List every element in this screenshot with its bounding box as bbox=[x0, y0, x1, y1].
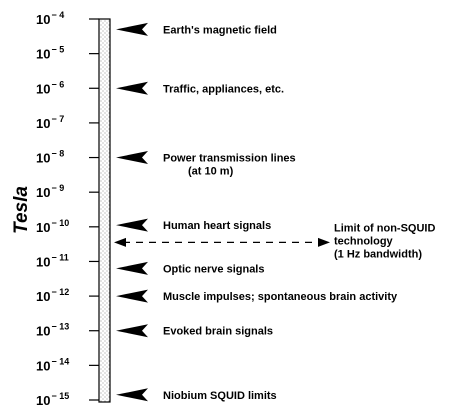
limit-label: Limit of non-SQUID technology (1 Hz band… bbox=[334, 222, 439, 260]
tick-label: 10− 4 bbox=[36, 10, 64, 27]
tick-label: 10− 10 bbox=[36, 218, 69, 235]
annotation-label-line: Niobium SQUID limits bbox=[163, 390, 277, 402]
tick-layer: 10− 410− 510− 610− 710− 810− 910− 1010− … bbox=[36, 10, 99, 407]
tick-label-exponent: − 15 bbox=[51, 391, 69, 401]
tick-label-exponent: − 6 bbox=[51, 79, 64, 89]
tick-label-base: 10 bbox=[36, 289, 50, 304]
tick-label: 10− 9 bbox=[36, 183, 64, 200]
tick-label: 10− 7 bbox=[36, 114, 64, 131]
tick-label-base: 10 bbox=[36, 151, 50, 166]
tick-label-exponent: − 7 bbox=[51, 114, 64, 124]
annotation-label-line: Optic nerve signals bbox=[163, 263, 264, 275]
pointer-arrow-icon bbox=[116, 261, 148, 275]
pointer-arrow-icon bbox=[116, 81, 148, 95]
annotation-label-line: Earth's magnetic field bbox=[163, 24, 277, 36]
annotation-label-line: Power transmission lines bbox=[163, 153, 296, 165]
pointer-arrow-icon bbox=[116, 151, 148, 165]
tick-label-base: 10 bbox=[36, 393, 50, 407]
tick-label: 10− 6 bbox=[36, 79, 64, 96]
annotation-label: Optic nerve signals bbox=[163, 263, 264, 275]
tick-label-base: 10 bbox=[36, 81, 50, 96]
tick-label-exponent: − 14 bbox=[51, 356, 69, 366]
tick-label-exponent: − 5 bbox=[51, 45, 64, 55]
limit-arrow-right-icon bbox=[318, 237, 330, 247]
pointer-arrow-icon bbox=[116, 324, 148, 338]
annotation-label: Earth's magnetic field bbox=[163, 24, 277, 36]
pointer-arrow-icon bbox=[116, 289, 148, 303]
tick-label-base: 10 bbox=[36, 116, 50, 131]
limit-arrow-left-icon bbox=[114, 237, 126, 247]
annotation-label-line: (at 10 m) bbox=[188, 166, 234, 178]
limit-label-line-2: technology bbox=[334, 235, 394, 247]
tick-label: 10− 14 bbox=[36, 356, 69, 373]
tick-label: 10− 11 bbox=[36, 252, 69, 269]
axis-label: Tesla bbox=[11, 186, 32, 234]
tick-label-base: 10 bbox=[36, 324, 50, 339]
limit-label-line-3: (1 Hz bandwidth) bbox=[334, 248, 422, 260]
tick-label-exponent: − 9 bbox=[51, 183, 64, 193]
tick-label-base: 10 bbox=[36, 12, 50, 27]
annotation-label-line: Muscle impulses; spontaneous brain activ… bbox=[163, 291, 398, 303]
tick-label: 10− 8 bbox=[36, 149, 64, 166]
tick-label-base: 10 bbox=[36, 185, 50, 200]
tick-label-exponent: − 13 bbox=[51, 322, 69, 332]
limit-label-line-1: Limit of non-SQUID bbox=[334, 222, 435, 234]
annotation-label-line: Evoked brain signals bbox=[163, 326, 273, 338]
annotation-label: Power transmission lines(at 10 m) bbox=[163, 153, 296, 178]
pointer-arrow-icon bbox=[116, 22, 148, 36]
annotation-label: Evoked brain signals bbox=[163, 326, 273, 338]
tick-label: 10− 15 bbox=[36, 391, 69, 407]
tick-label-exponent: − 11 bbox=[51, 252, 68, 262]
tick-label-base: 10 bbox=[36, 220, 50, 235]
tick-label-base: 10 bbox=[36, 254, 50, 269]
tick-label: 10− 12 bbox=[36, 287, 69, 304]
scale-bar bbox=[98, 18, 111, 403]
annotation-label: Niobium SQUID limits bbox=[163, 390, 277, 402]
annotation-label: Human heart signals bbox=[163, 220, 271, 232]
pointer-arrow-icon bbox=[116, 218, 148, 232]
tick-label-exponent: − 4 bbox=[51, 10, 64, 20]
annotation-label: Muscle impulses; spontaneous brain activ… bbox=[163, 291, 398, 303]
annotation-label-line: Human heart signals bbox=[163, 220, 271, 232]
pointer-arrow-icon bbox=[116, 388, 148, 402]
tick-label-exponent: − 10 bbox=[51, 218, 69, 228]
tick-label-base: 10 bbox=[36, 358, 50, 373]
tick-label: 10− 13 bbox=[36, 322, 69, 339]
annotation-label-line: Traffic, appliances, etc. bbox=[163, 83, 284, 95]
tick-label-exponent: − 12 bbox=[51, 287, 69, 297]
tick-label: 10− 5 bbox=[36, 45, 64, 62]
tick-label-base: 10 bbox=[36, 47, 50, 62]
tick-label-exponent: − 8 bbox=[51, 149, 64, 159]
annotation-label: Traffic, appliances, etc. bbox=[163, 83, 284, 95]
